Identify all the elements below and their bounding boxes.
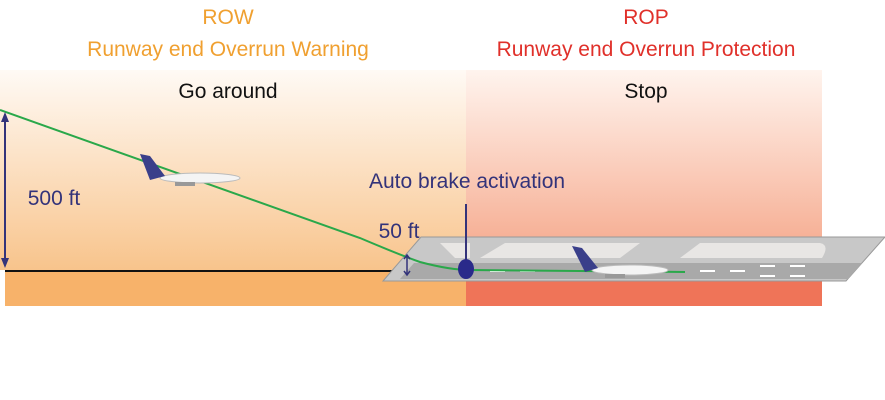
rop-title: ROP [623,6,669,29]
autobrake-point [458,259,474,279]
50ft-arrow [403,253,411,277]
aircraft-landing-icon [572,246,669,278]
row-zone [0,70,466,270]
row-action: Go around [178,80,278,103]
aircraft-approach-icon [140,154,241,186]
rop-action: Stop [624,80,668,103]
row-title: ROW [202,6,254,29]
autobrake-label: Auto brake activation [368,170,566,193]
height-500-label: 500 ft [27,187,81,210]
500ft-arrow [1,112,9,268]
row-subtitle: Runway end Overrun Warning [87,38,369,61]
rop-subtitle: Runway end Overrun Protection [496,38,796,61]
height-50-label: 50 ft [378,220,420,243]
